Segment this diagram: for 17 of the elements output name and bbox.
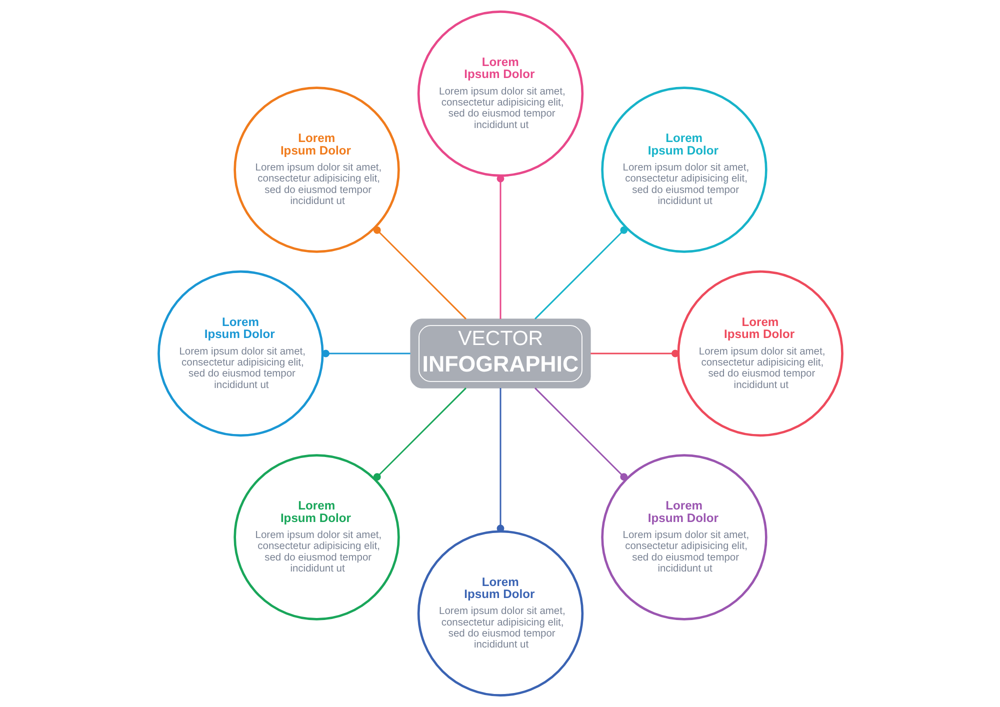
node-circle: Lorem Ipsum Dolor Lorem ipsum dolor sit amet, consectetur adipisicing elit, sed do eiusmod tempor incididunt ut: [233, 454, 400, 620]
node-circle: Lorem Ipsum Dolor Lorem ipsum dolor sit amet, consectetur adipisicing elit, sed do eiusmod tempor incididunt ut: [600, 454, 767, 620]
connector: [534, 226, 628, 320]
connector: [372, 226, 466, 320]
connector: [372, 388, 466, 481]
node-circle: Lorem Ipsum Dolor Lorem ipsum dolor sit amet, consectetur adipisicing elit, sed do eiusmod tempor incididunt ut: [416, 10, 584, 177]
connector: [534, 388, 628, 481]
node-circle: Lorem Ipsum Dolor Lorem ipsum dolor sit amet, consectetur adipisicing elit, sed do eiusmod tempor incididunt ut: [233, 86, 400, 253]
connector: [590, 350, 678, 358]
connector: [322, 350, 410, 358]
node-circle: Lorem Ipsum Dolor Lorem ipsum dolor sit amet, consectetur adipisicing elit, sed do eiusmod tempor incididunt ut: [157, 270, 324, 437]
node-box: VECTOR INFOGRAPHIC: [410, 318, 590, 388]
node-circle: Lorem Ipsum Dolor Lorem ipsum dolor sit amet, consectetur adipisicing elit, sed do eiusmod tempor incididunt ut: [416, 530, 584, 696]
node-circle: Lorem Ipsum Dolor Lorem ipsum dolor sit amet, consectetur adipisicing elit, sed do eiusmod tempor incididunt ut: [676, 270, 843, 437]
node-circle: Lorem Ipsum Dolor Lorem ipsum dolor sit amet, consectetur adipisicing elit, sed do eiusmod tempor incididunt ut: [600, 86, 767, 253]
connector: [496, 388, 504, 532]
connector: [496, 174, 504, 319]
